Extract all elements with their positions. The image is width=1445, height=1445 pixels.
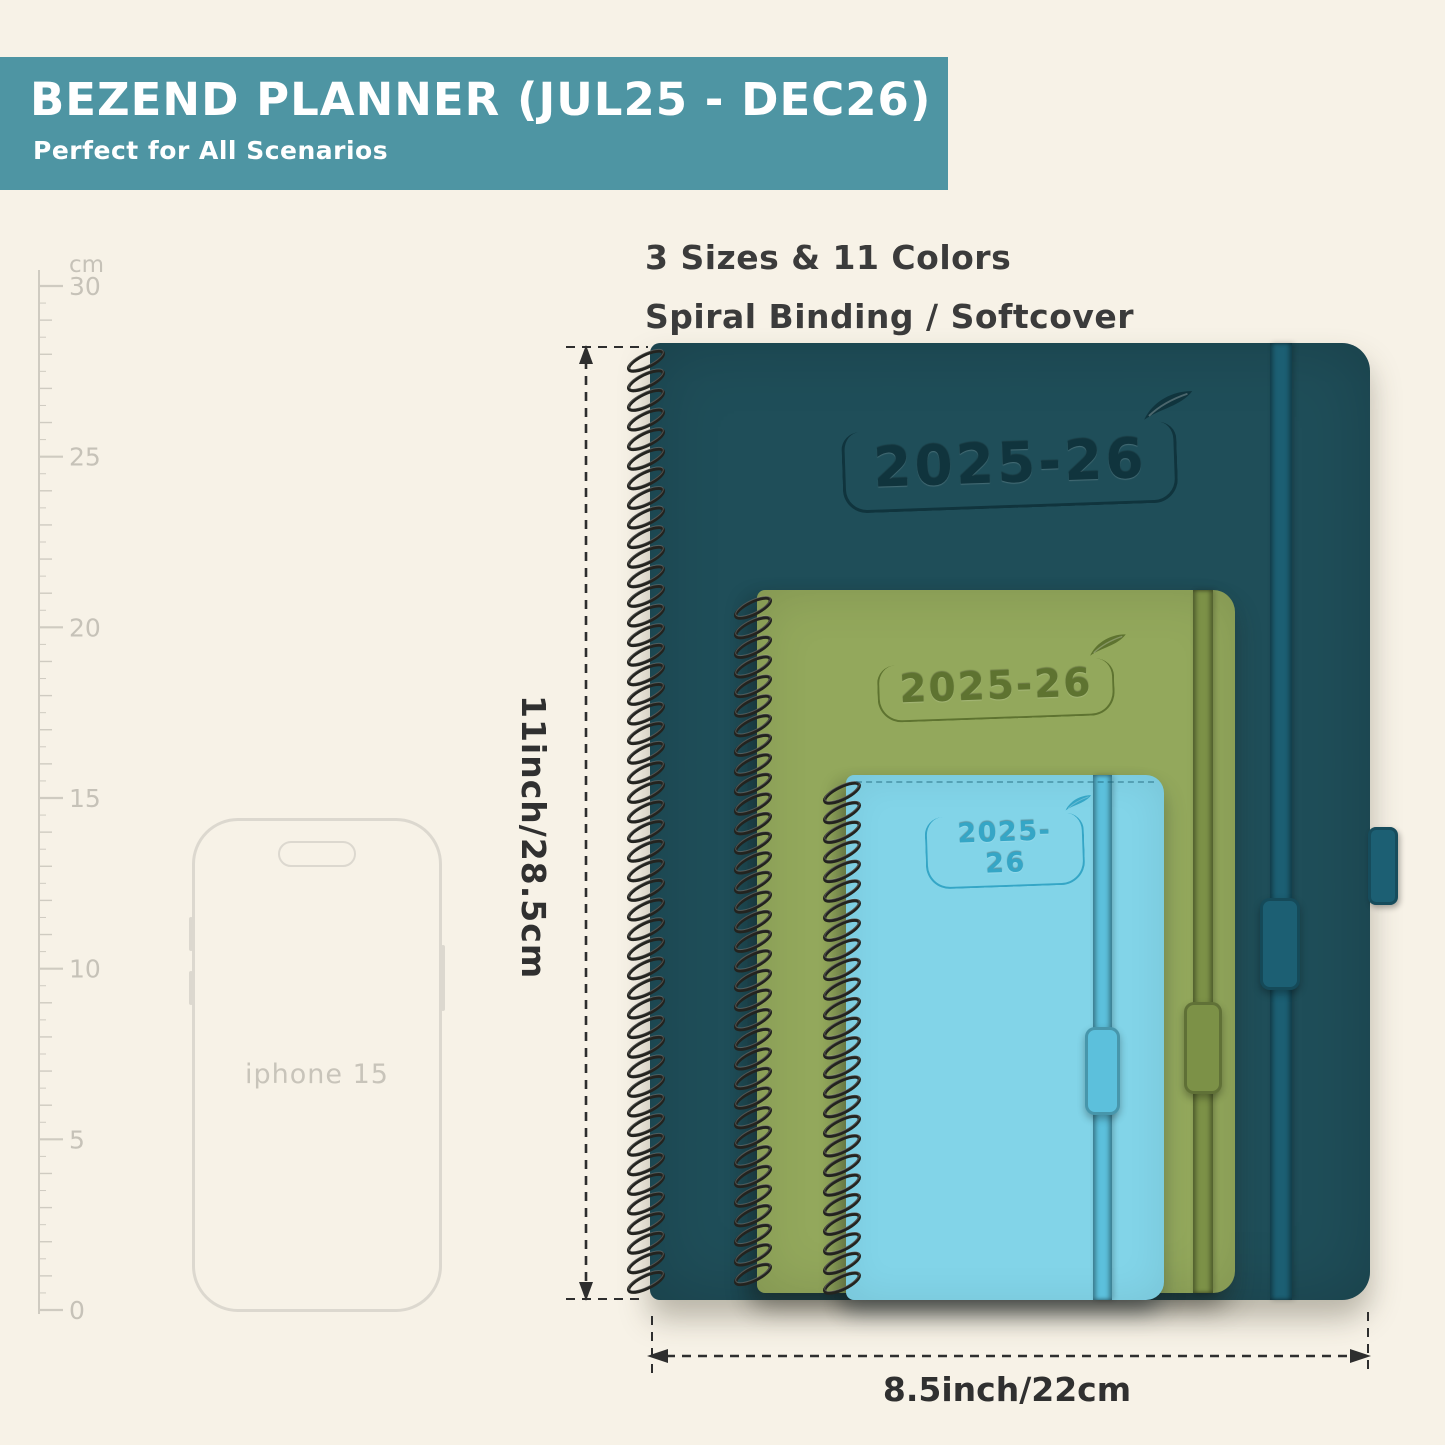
width-dimension-line xyxy=(647,1312,1371,1376)
phone-power-button xyxy=(441,945,445,1011)
feature-line-binding: Spiral Binding / Softcover xyxy=(645,297,1135,337)
year-outline: 2025-26 xyxy=(924,812,1086,890)
pen-loop xyxy=(1085,1027,1120,1115)
phone-volume-button xyxy=(189,971,193,1005)
spiral-binding-icon xyxy=(823,780,861,1295)
year-label: 2025-26 xyxy=(898,660,1094,713)
feather-icon xyxy=(1090,634,1126,656)
svg-text:30: 30 xyxy=(69,272,101,301)
svg-text:20: 20 xyxy=(69,613,101,642)
phone-volume-button xyxy=(189,917,193,951)
elastic-band xyxy=(1270,343,1292,1300)
svg-text:15: 15 xyxy=(69,784,101,813)
ruler: 30 25 20 15 10 5 0 cm xyxy=(36,250,166,1340)
product-title: BEZEND PLANNER (JUL25 - DEC26) xyxy=(30,73,932,126)
year-outline: 2025-26 xyxy=(876,657,1116,724)
svg-text:5: 5 xyxy=(69,1125,85,1154)
year-emblem: 2025-26 xyxy=(876,634,1126,724)
year-outline: 2025-26 xyxy=(840,421,1180,514)
planner-small: 2025-26 xyxy=(823,775,1164,1300)
year-label: 2025-26 xyxy=(872,426,1148,500)
spiral-binding-icon xyxy=(734,595,772,1287)
iphone-outline: iphone 15 xyxy=(189,818,445,1312)
year-label: 2025-26 xyxy=(956,815,1052,880)
width-dimension-label: 8.5inch/22cm xyxy=(882,1370,1132,1409)
phone-label: iphone 15 xyxy=(245,1059,389,1090)
header-banner: BEZEND PLANNER (JUL25 - DEC26) Perfect f… xyxy=(0,57,948,190)
year-emblem: 2025-26 xyxy=(924,795,1092,890)
pen-holder-tab xyxy=(1368,827,1398,905)
feature-text: 3 Sizes & 11 Colors Spiral Binding / Sof… xyxy=(645,228,1134,347)
feather-icon xyxy=(1144,391,1193,420)
pen-loop xyxy=(1184,1002,1222,1094)
feature-line-sizes: 3 Sizes & 11 Colors xyxy=(645,238,1012,277)
height-dimension-label: 11inch/28.5cm xyxy=(514,695,553,980)
feather-icon xyxy=(1065,795,1092,811)
spiral-binding-icon xyxy=(627,348,665,1294)
product-subtitle: Perfect for All Scenarios xyxy=(33,136,389,165)
year-emblem: 2025-26 xyxy=(840,391,1193,514)
phone-notch xyxy=(278,841,356,867)
svg-text:25: 25 xyxy=(69,443,101,472)
elastic-band xyxy=(1193,590,1213,1293)
pen-loop xyxy=(1260,898,1300,990)
ruler-scale: 30 25 20 15 10 5 0 cm xyxy=(38,252,104,1325)
svg-text:0: 0 xyxy=(69,1296,85,1325)
svg-text:10: 10 xyxy=(69,955,101,984)
svg-text:cm: cm xyxy=(69,252,104,278)
